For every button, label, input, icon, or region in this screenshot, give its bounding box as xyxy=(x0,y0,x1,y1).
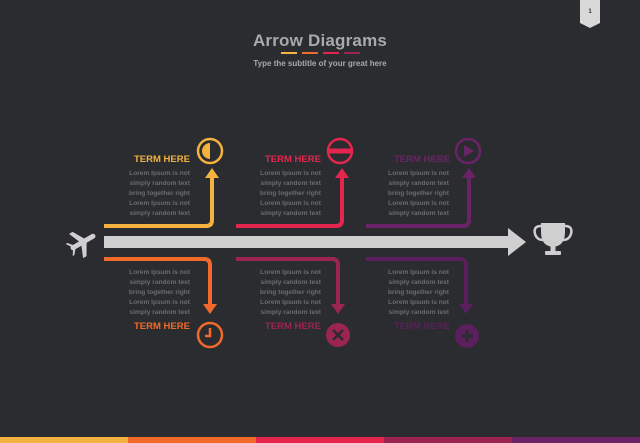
term-label-5: TERM HERE xyxy=(265,321,321,332)
page-subtitle: Type the subtitle of your great here xyxy=(253,59,387,68)
page-number: 1 xyxy=(588,9,592,15)
play-icon xyxy=(454,137,482,165)
page-title: Arrow Diagrams xyxy=(252,31,388,50)
term-label-2: TERM HERE xyxy=(265,154,321,165)
page-badge xyxy=(580,0,600,28)
title-dashes xyxy=(281,52,361,54)
term-label-3: TERM HERE xyxy=(394,154,450,165)
plus-icon xyxy=(455,324,479,348)
footer-stripe-5 xyxy=(512,437,640,443)
branch-down-2 xyxy=(236,257,340,305)
branch-up-1 xyxy=(104,177,214,228)
close-icon xyxy=(326,323,350,347)
footer-stripe-4 xyxy=(384,437,512,443)
term-label-4: TERM HERE xyxy=(134,321,190,332)
airplane-icon xyxy=(65,231,96,259)
clock-icon xyxy=(196,321,224,349)
no-entry-icon xyxy=(326,137,354,165)
trophy-icon xyxy=(533,223,573,255)
branch-up-3 xyxy=(366,177,471,228)
footer-stripe-2 xyxy=(128,437,256,443)
term-label-1: TERM HERE xyxy=(134,154,190,165)
main-arrow-shaft xyxy=(104,236,510,248)
half-circle-icon xyxy=(196,137,224,165)
footer-stripe-3 xyxy=(256,437,384,443)
main-arrow-head xyxy=(508,228,526,256)
footer-stripe-1 xyxy=(0,437,128,443)
branch-down-3 xyxy=(366,257,468,305)
branch-down-1 xyxy=(104,257,212,305)
branch-up-2 xyxy=(236,177,344,228)
term-label-6: TERM HERE xyxy=(394,321,450,332)
